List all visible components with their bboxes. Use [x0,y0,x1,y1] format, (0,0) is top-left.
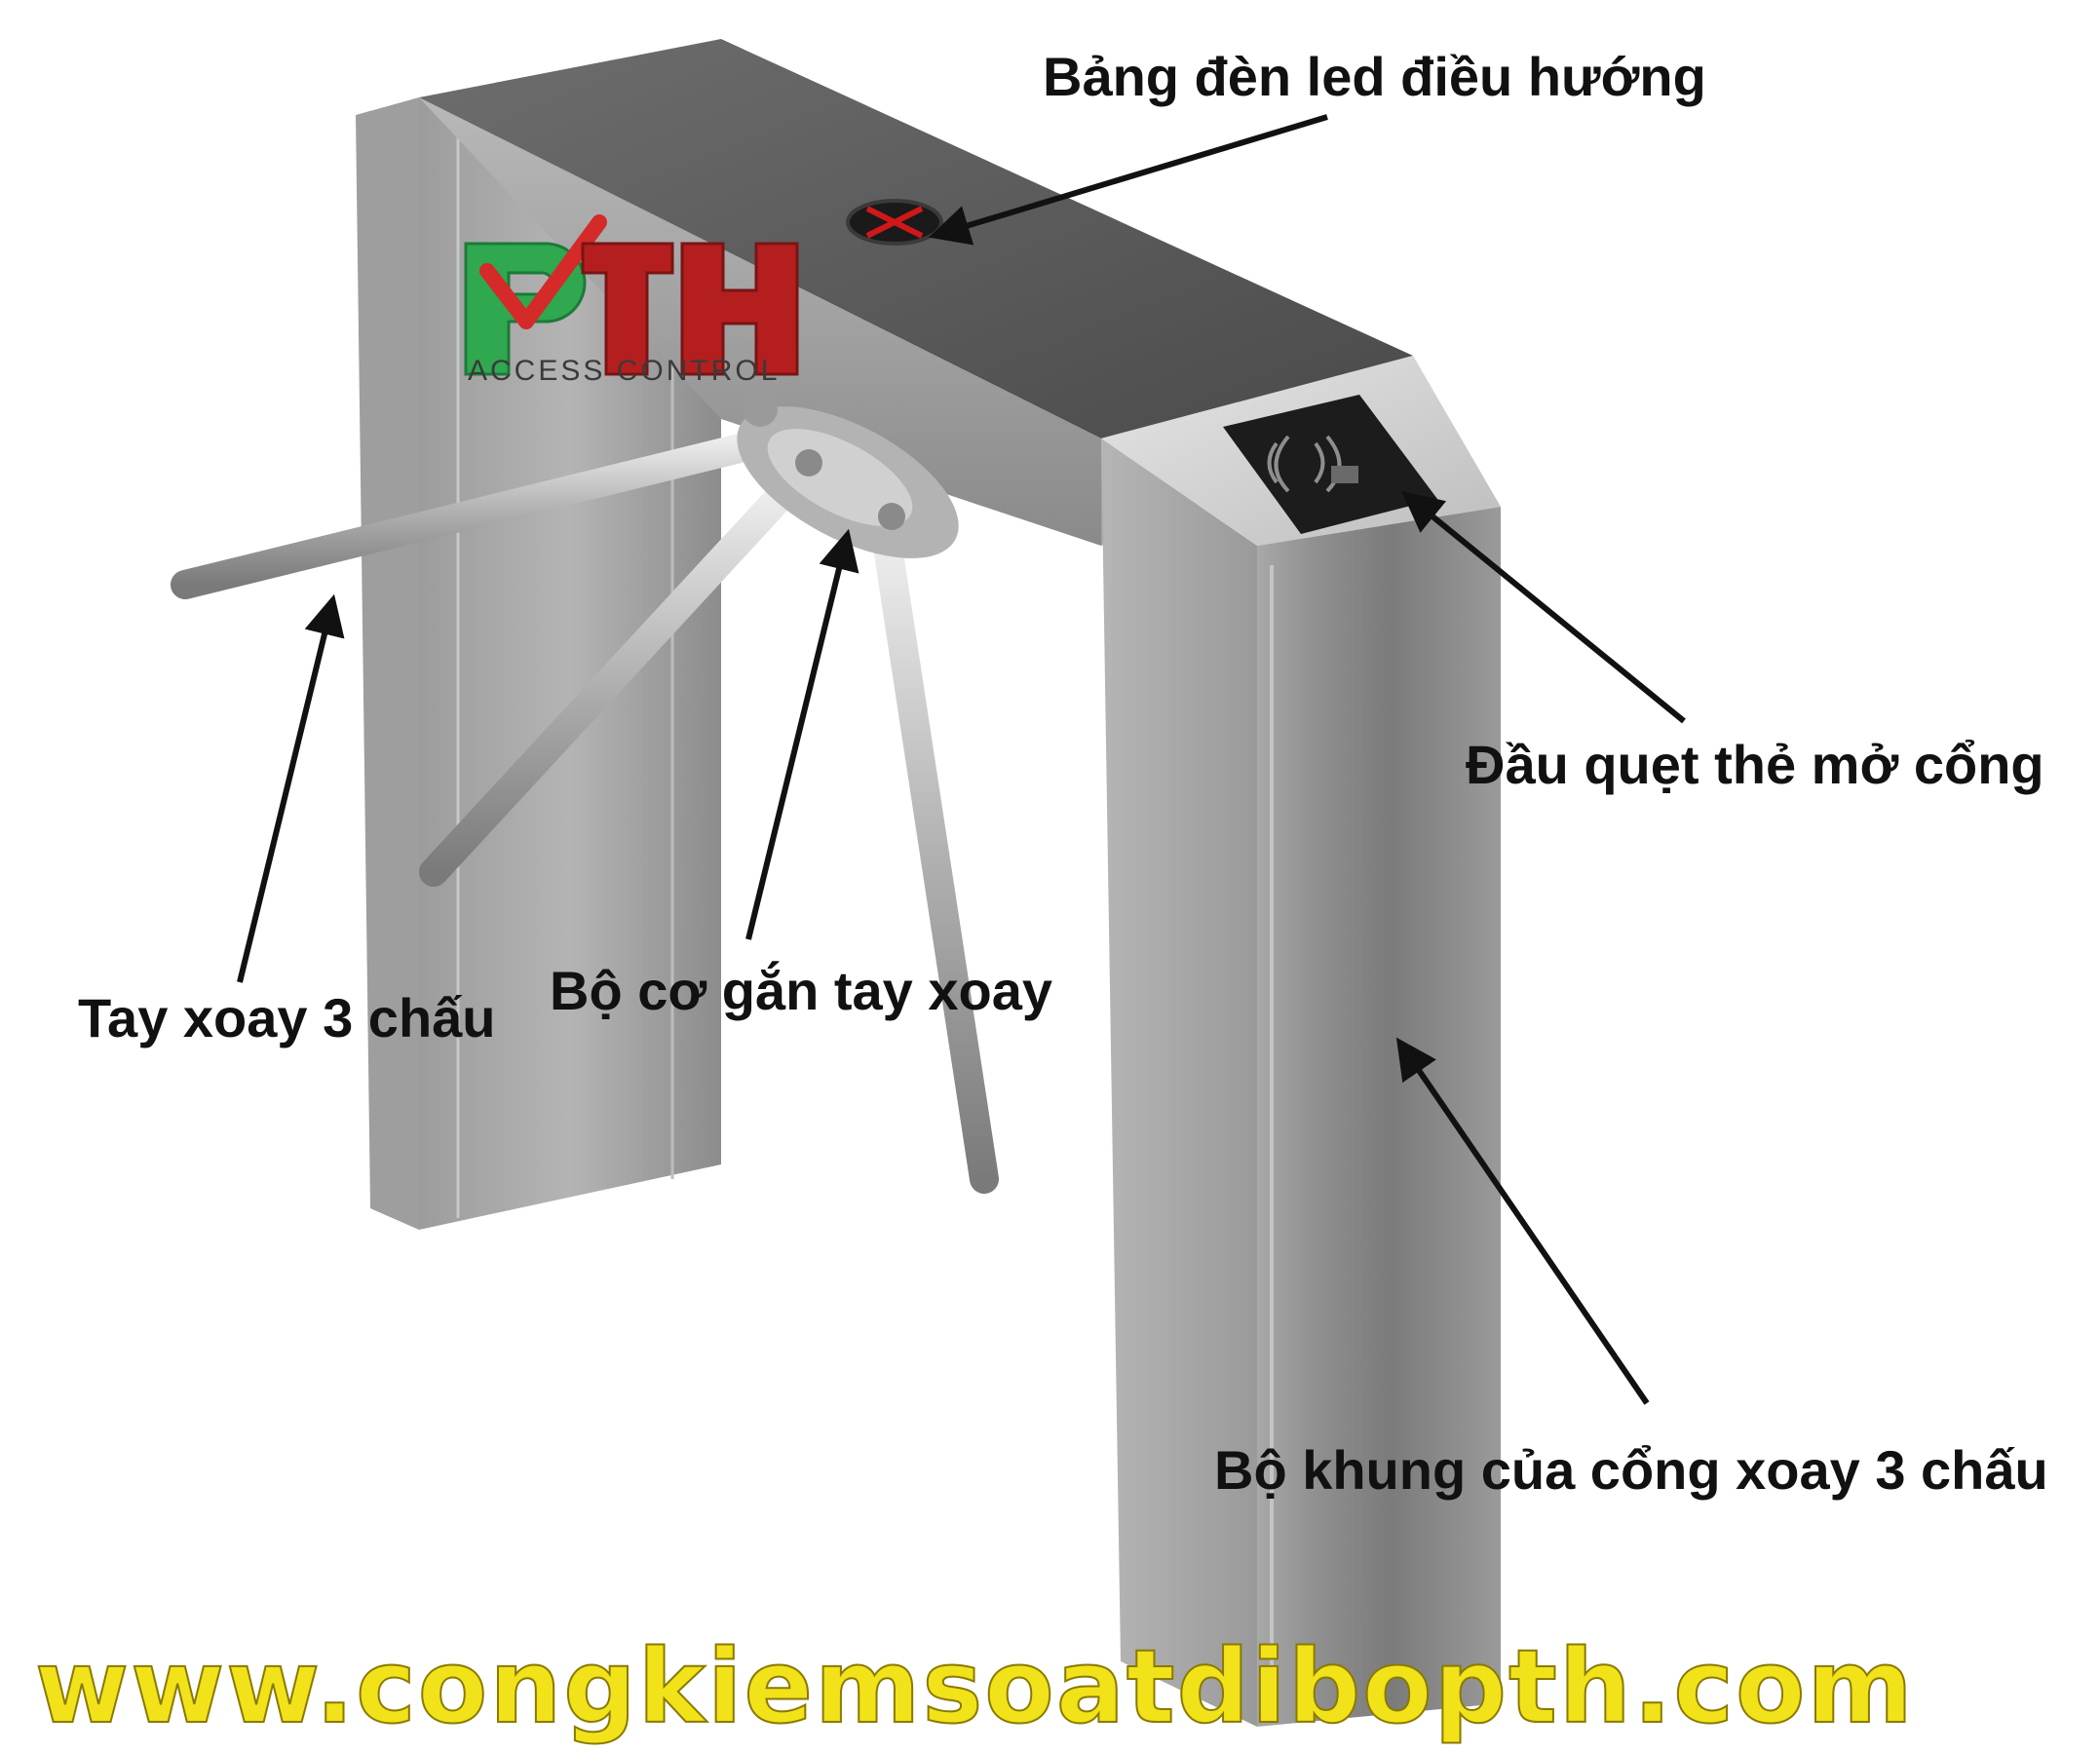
arrow-arm [237,593,345,983]
tripod-arms [171,424,999,1194]
callout-card-reader: Đầu quẹt thẻ mở cổng [1466,734,2044,795]
logo-letter-h [680,242,799,376]
callout-tripod-arm: Tay xoay 3 chấu [78,987,496,1048]
callout-led-panel: Bảng đèn led điều hướng [1043,46,1706,107]
right-pillar [1101,356,1501,1727]
callout-arrows [237,114,1686,1405]
pth-logo [464,214,799,376]
logo-check-icon [479,214,607,329]
arrow-hub [745,528,859,940]
callout-frame: Bộ khung của cổng xoay 3 chấu [1214,1439,2048,1501]
arrow-led [928,114,1328,246]
arm-hub [737,392,959,558]
led-indicator [846,199,943,246]
arrow-frame [1395,1037,1650,1405]
logo-letter-t [581,242,674,376]
card-reader [1223,395,1437,534]
left-pillar [356,97,721,1230]
logo-subtitle: ACCESS CONTROL [468,355,781,387]
arrow-reader [1401,491,1686,724]
website-url: www.congkiemsoatdibopth.com [34,1626,1915,1747]
callout-arm-mechanism: Bộ cơ gắn tay xoay [550,960,1052,1021]
